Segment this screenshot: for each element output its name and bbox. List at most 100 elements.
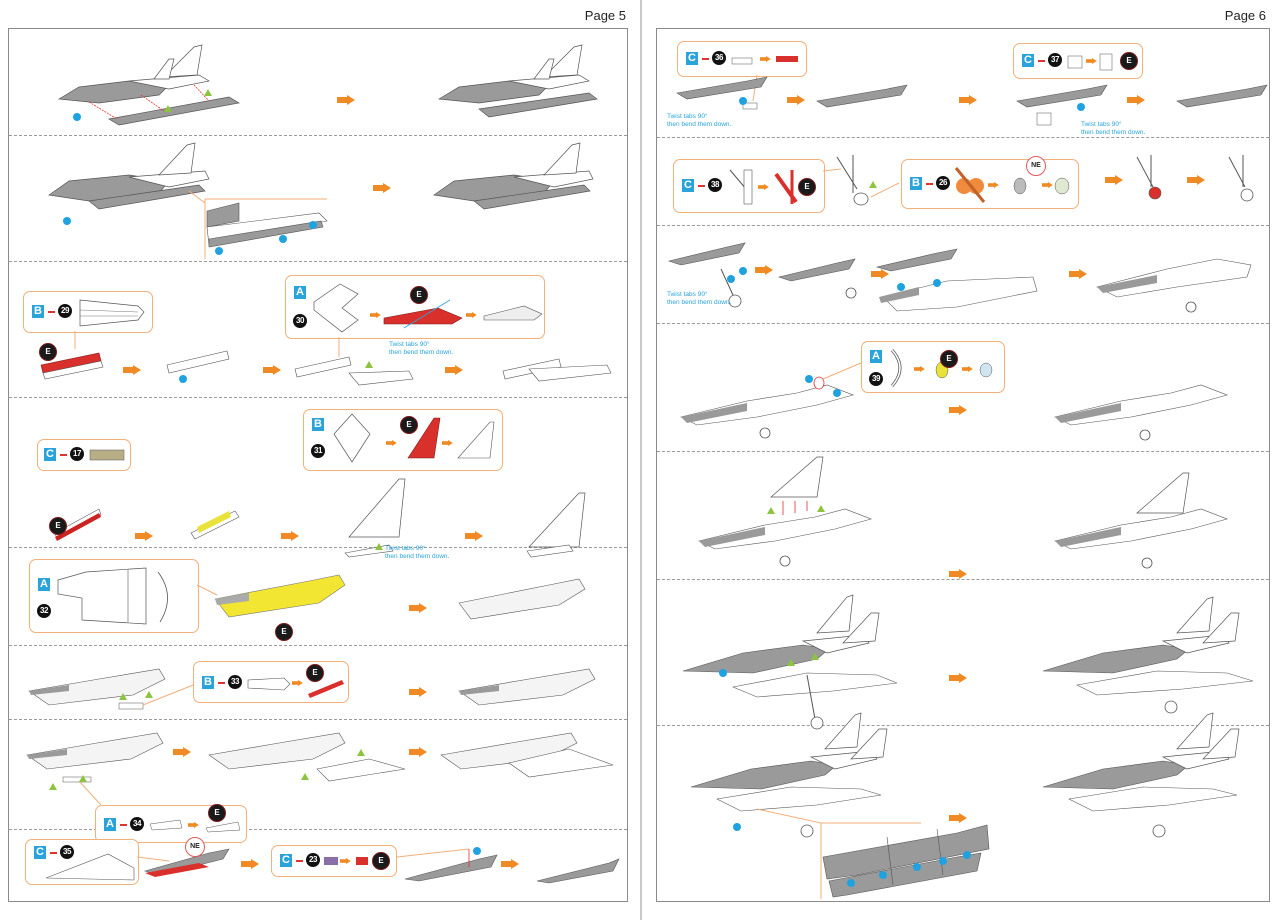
page-5: Page 5	[8, 8, 628, 902]
glue-dot	[727, 275, 735, 283]
part-number: 38	[708, 178, 722, 192]
next-arrow-icon	[340, 858, 351, 864]
next-arrow-icon	[949, 569, 967, 579]
instruction-frame: B 29 A 30 E	[8, 28, 628, 902]
next-arrow-icon	[914, 366, 925, 372]
part-outline-icon	[313, 283, 542, 333]
part-number: 30	[293, 314, 307, 328]
next-arrow-icon	[1042, 182, 1053, 188]
dash	[218, 682, 225, 684]
dash	[296, 860, 303, 862]
next-arrow-icon	[123, 365, 141, 375]
sheet-badge: A	[294, 286, 306, 299]
next-arrow-icon	[962, 366, 973, 372]
callout-part-34: A 34 E	[95, 804, 247, 843]
join-halves-diagram	[682, 594, 1254, 730]
part-outline-icon	[324, 857, 368, 865]
part-outline-icon	[79, 299, 145, 327]
part-outline-icon	[1067, 53, 1113, 71]
glue-dot	[279, 235, 287, 243]
next-arrow-icon	[465, 531, 483, 541]
sheet-badge: C	[682, 179, 694, 192]
next-arrow-icon	[370, 312, 381, 318]
sheet-badge: A	[38, 578, 50, 591]
glue-dot	[63, 217, 71, 225]
sheet-badge: C	[686, 52, 698, 65]
next-arrow-icon	[787, 95, 805, 105]
callout-part-33: B 33 E	[193, 661, 349, 703]
align-triangle	[365, 361, 373, 368]
callout-part-17: C 17	[37, 439, 131, 471]
next-arrow-icon	[173, 747, 191, 757]
next-arrow-icon	[373, 183, 391, 193]
glue-dot	[879, 871, 887, 879]
glue-dot	[309, 221, 317, 229]
part-e-badge: E	[306, 664, 324, 682]
align-triangle	[787, 659, 795, 666]
part-number: 31	[311, 444, 325, 458]
sheet-badge: B	[202, 676, 214, 689]
next-arrow-icon	[241, 859, 259, 869]
next-arrow-icon	[755, 265, 773, 275]
step-attach-gear-to-body: Twist tabs 90° then bend them down.	[657, 225, 1269, 324]
part-number: 17	[70, 447, 84, 461]
sheet-badge: A	[870, 350, 882, 363]
next-arrow-icon	[1069, 269, 1087, 279]
part-number: 32	[37, 604, 51, 618]
align-triangle	[375, 543, 383, 550]
callout-part-26: B 26 NE	[901, 156, 1079, 209]
page-6: Page 6 C 36	[640, 0, 1280, 920]
part-number: 35	[60, 845, 74, 859]
step-tail-fin-assembly: C 17 B 31 E	[9, 397, 627, 560]
wing-diagram	[40, 331, 612, 386]
twist-tabs-note: Twist tabs 90° then bend them down.	[1081, 121, 1146, 136]
sheet-badge: C	[1022, 54, 1034, 67]
dash	[60, 454, 67, 456]
next-arrow-icon	[281, 531, 299, 541]
part-outline-icon	[89, 449, 125, 461]
next-arrow-icon	[188, 822, 199, 828]
glue-dot	[833, 389, 841, 397]
part-number: 29	[58, 304, 72, 318]
dash	[698, 185, 705, 187]
part-e-badge: E	[208, 804, 226, 822]
page-number: Page 5	[584, 8, 626, 23]
twist-tabs-note: Twist tabs 90° then bend them down.	[667, 113, 732, 128]
part-number: 26	[936, 176, 950, 190]
next-arrow-icon	[758, 184, 769, 190]
next-arrow-icon	[1127, 95, 1145, 105]
callout-part-32: A 32	[29, 559, 199, 633]
sheet-badge: B	[32, 305, 44, 318]
glue-dot	[215, 247, 223, 255]
align-triangle	[817, 505, 825, 512]
part-number: 39	[869, 372, 883, 386]
part-e-badge: E	[410, 286, 428, 304]
part-e-badge: E	[400, 416, 418, 434]
next-arrow-icon	[466, 312, 477, 318]
twist-tabs-note: Twist tabs 90° then bend them down.	[385, 545, 450, 560]
glue-dot	[805, 375, 813, 383]
glue-dot	[847, 879, 855, 887]
align-triangle	[145, 691, 153, 698]
part-outline-icon	[57, 567, 168, 625]
next-arrow-icon	[988, 182, 999, 188]
next-arrow-icon	[871, 269, 889, 279]
sheet-badge: A	[104, 818, 116, 831]
ne-badge: NE	[1026, 156, 1046, 176]
part-number: 33	[228, 675, 242, 689]
aircraft-before	[48, 142, 210, 210]
next-arrow-icon	[501, 859, 519, 869]
next-arrow-icon	[292, 680, 303, 686]
glue-dot	[719, 669, 727, 677]
twist-tabs-note: Twist tabs 90° then bend them down.	[389, 341, 454, 356]
aircraft-after	[433, 142, 594, 210]
aircraft-diagram	[57, 44, 598, 126]
aircraft-before	[57, 44, 240, 126]
next-arrow-icon	[959, 95, 977, 105]
callout-part-29: B 29	[23, 291, 153, 333]
dash	[48, 311, 55, 313]
step-final-seam	[657, 712, 1269, 901]
glue-dot	[933, 279, 941, 287]
part-outline-icon	[247, 677, 344, 698]
next-arrow-icon	[1086, 58, 1097, 64]
